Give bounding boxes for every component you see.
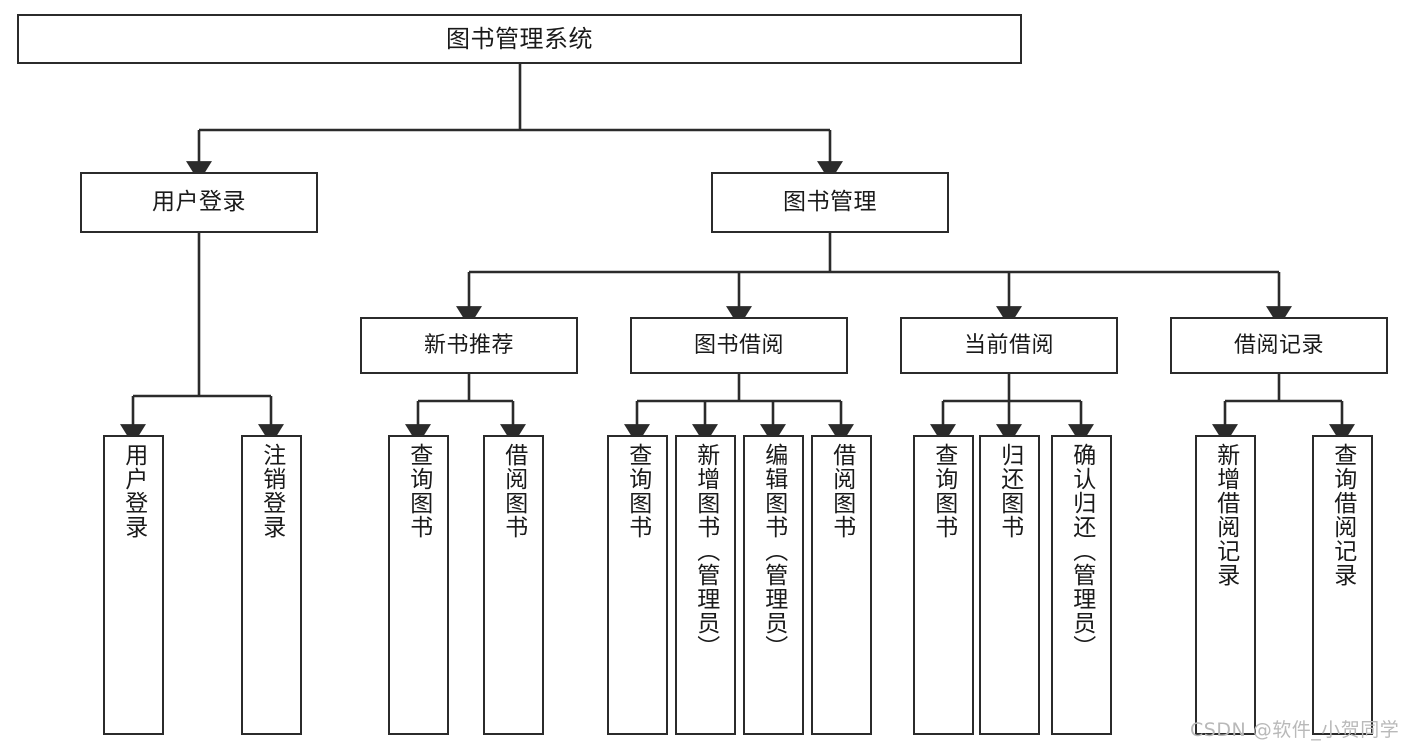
node-label: 新书推荐 xyxy=(423,332,514,358)
node-book-management[interactable]: 图书管理 xyxy=(711,172,949,233)
csdn-watermark: CSDN @软件_小贺同学 xyxy=(1190,719,1400,741)
node-book-borrow[interactable]: 图书借阅 xyxy=(630,317,848,374)
leaf-confirm-return-admin[interactable]: 确认归还（管理员） xyxy=(1051,435,1112,735)
node-label: 借阅记录 xyxy=(1233,332,1324,358)
leaf-query-borrow-record[interactable]: 查询借阅记录 xyxy=(1312,435,1373,735)
leaf-query-book-current[interactable]: 查询图书 xyxy=(913,435,974,735)
node-label: 查询图书 xyxy=(930,443,957,539)
node-label: 借阅图书 xyxy=(500,443,527,539)
leaf-borrow-book-recommend[interactable]: 借阅图书 xyxy=(483,435,544,735)
node-label: 查询图书 xyxy=(624,443,651,539)
node-label: 用户登录 xyxy=(152,188,246,215)
node-current-borrow[interactable]: 当前借阅 xyxy=(900,317,1118,374)
leaf-query-book-borrow[interactable]: 查询图书 xyxy=(607,435,668,735)
node-label: 查询图书 xyxy=(405,443,432,539)
leaf-query-book-recommend[interactable]: 查询图书 xyxy=(388,435,449,735)
node-label: 注销登录 xyxy=(258,443,285,539)
leaf-add-borrow-record[interactable]: 新增借阅记录 xyxy=(1195,435,1256,735)
node-label: 当前借阅 xyxy=(963,332,1054,358)
node-label: 确认归还（管理员） xyxy=(1068,443,1095,659)
leaf-edit-book-admin[interactable]: 编辑图书（管理员） xyxy=(743,435,804,735)
leaf-user-login[interactable]: 用户登录 xyxy=(103,435,164,735)
node-new-book-recommend[interactable]: 新书推荐 xyxy=(360,317,578,374)
node-label: 新增借阅记录 xyxy=(1212,443,1239,587)
node-label: 借阅图书 xyxy=(828,443,855,539)
node-label: 新增图书（管理员） xyxy=(692,443,719,659)
node-label: 归还图书 xyxy=(996,443,1023,539)
leaf-user-logout[interactable]: 注销登录 xyxy=(241,435,302,735)
node-user-login[interactable]: 用户登录 xyxy=(80,172,318,233)
node-label: 图书借阅 xyxy=(693,332,784,358)
node-label: 图书管理 xyxy=(783,188,877,215)
node-label: 查询借阅记录 xyxy=(1329,443,1356,587)
leaf-return-book[interactable]: 归还图书 xyxy=(979,435,1040,735)
leaf-borrow-book[interactable]: 借阅图书 xyxy=(811,435,872,735)
node-label: 图书管理系统 xyxy=(446,24,593,53)
node-root-system[interactable]: 图书管理系统 xyxy=(17,14,1022,64)
node-label: 用户登录 xyxy=(120,443,147,539)
node-label: 编辑图书（管理员） xyxy=(760,443,787,659)
node-borrow-record[interactable]: 借阅记录 xyxy=(1170,317,1388,374)
leaf-add-book-admin[interactable]: 新增图书（管理员） xyxy=(675,435,736,735)
